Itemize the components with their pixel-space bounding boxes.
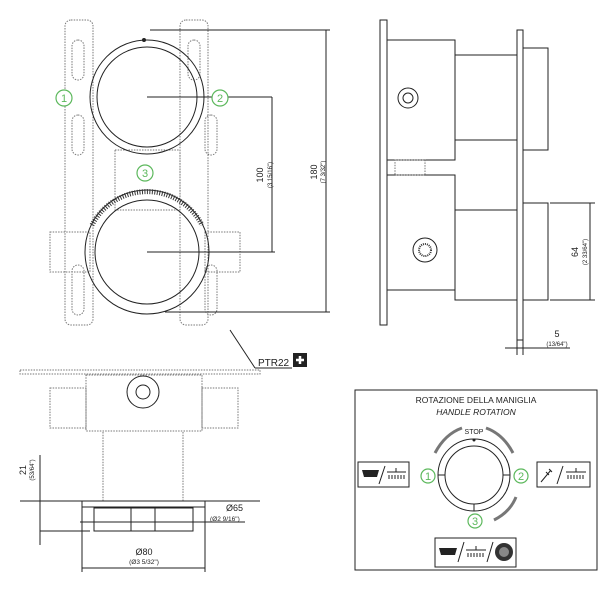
svg-text:2: 2 <box>217 93 223 105</box>
overhead-shower-icon <box>387 468 406 479</box>
rotation-arrow-1 <box>433 426 463 454</box>
position-1-icons <box>357 461 410 488</box>
label-2: 2 <box>211 89 229 107</box>
dim-5-in: (13/64") <box>546 342 567 348</box>
dim-21: 21 <box>18 465 28 475</box>
dim-5: 5 <box>554 329 559 339</box>
svg-text:1: 1 <box>61 93 67 105</box>
front-view <box>49 19 330 369</box>
dim-64-in: (2 33/64") <box>583 239 589 265</box>
bathtub-icon <box>362 470 379 477</box>
dim-21-in: (53/64") <box>30 459 36 480</box>
title-en: HANDLE ROTATION <box>436 407 516 417</box>
hand-shower-icon <box>540 468 553 483</box>
dim-180-in: (7 3/32") <box>321 161 327 184</box>
overhead-shower-icon <box>566 468 586 479</box>
position-3-icons <box>434 537 517 568</box>
dim-65-in: (Ø2 9/16") <box>210 516 240 523</box>
overhead-shower-icon <box>466 546 486 557</box>
position-2-icons <box>536 461 591 488</box>
dim-80: Ø80 <box>135 547 152 557</box>
side-view <box>379 19 595 355</box>
accessory-code: PTR22 <box>258 358 290 369</box>
bathtub-icon <box>439 548 457 555</box>
svg-text:3: 3 <box>472 516 478 528</box>
title-it: ROTAZIONE DELLA MANIGLIA <box>416 395 537 405</box>
rotation-arrow-2 <box>485 426 515 454</box>
dim-100-in: (3 15/16") <box>268 162 274 188</box>
dim-80-in: (Ø3 5/32") <box>129 559 159 566</box>
svg-text:2: 2 <box>518 471 524 483</box>
dim-180: 180 <box>309 164 319 179</box>
dim-100: 100 <box>255 167 265 182</box>
bottom-view <box>19 369 261 572</box>
rotation-arrow-3 <box>493 496 518 522</box>
stop-label: STOP <box>465 429 484 436</box>
label-1: 1 <box>55 89 73 107</box>
svg-text:1: 1 <box>425 471 431 483</box>
dim-65: Ø65 <box>226 503 243 513</box>
svg-text:3: 3 <box>142 168 148 180</box>
plus-icon <box>293 353 307 367</box>
dim-64: 64 <box>570 247 580 257</box>
handle-rotation-panel: ROTAZIONE DELLA MANIGLIA HANDLE ROTATION… <box>354 389 598 571</box>
label-3: 3 <box>136 164 154 182</box>
